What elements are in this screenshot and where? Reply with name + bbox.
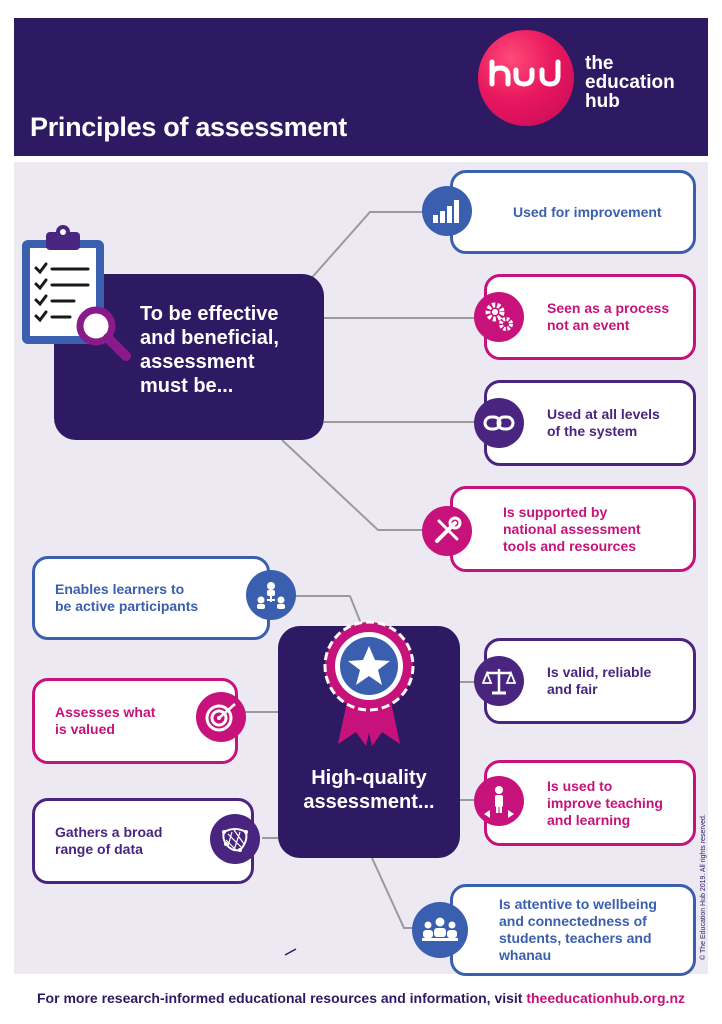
scales-icon [474, 656, 524, 706]
gears-icon [474, 292, 524, 342]
bar-chart-icon [422, 186, 472, 236]
clipboard-magnifier-icon [22, 225, 131, 361]
footer-text: For more research-informed educational r… [37, 990, 527, 1006]
tools-icon [422, 506, 472, 556]
people-network-icon [246, 570, 296, 620]
rosette-medal-icon [323, 620, 415, 746]
target-icon [196, 692, 246, 742]
decorative-tick-icon [284, 948, 297, 956]
high-quality-assessment-box: High-quality assessment... [278, 626, 460, 858]
header-banner [14, 18, 708, 156]
net-icon [210, 814, 260, 864]
group-icon [412, 902, 468, 958]
footer: For more research-informed educational r… [0, 990, 722, 1006]
card-used-for-improvement: Used for improvement [450, 170, 696, 254]
page-title: Principles of assessment [30, 112, 347, 142]
footer-link[interactable]: theeducationhub.org.nz [526, 990, 685, 1006]
chain-link-icon [474, 398, 524, 448]
person-crossroads-icon [474, 776, 524, 826]
logo-text: the education hub [585, 53, 675, 112]
hub-logo-icon [489, 59, 561, 87]
copyright-notice: © The Education Hub 2019. All rights res… [700, 814, 707, 960]
